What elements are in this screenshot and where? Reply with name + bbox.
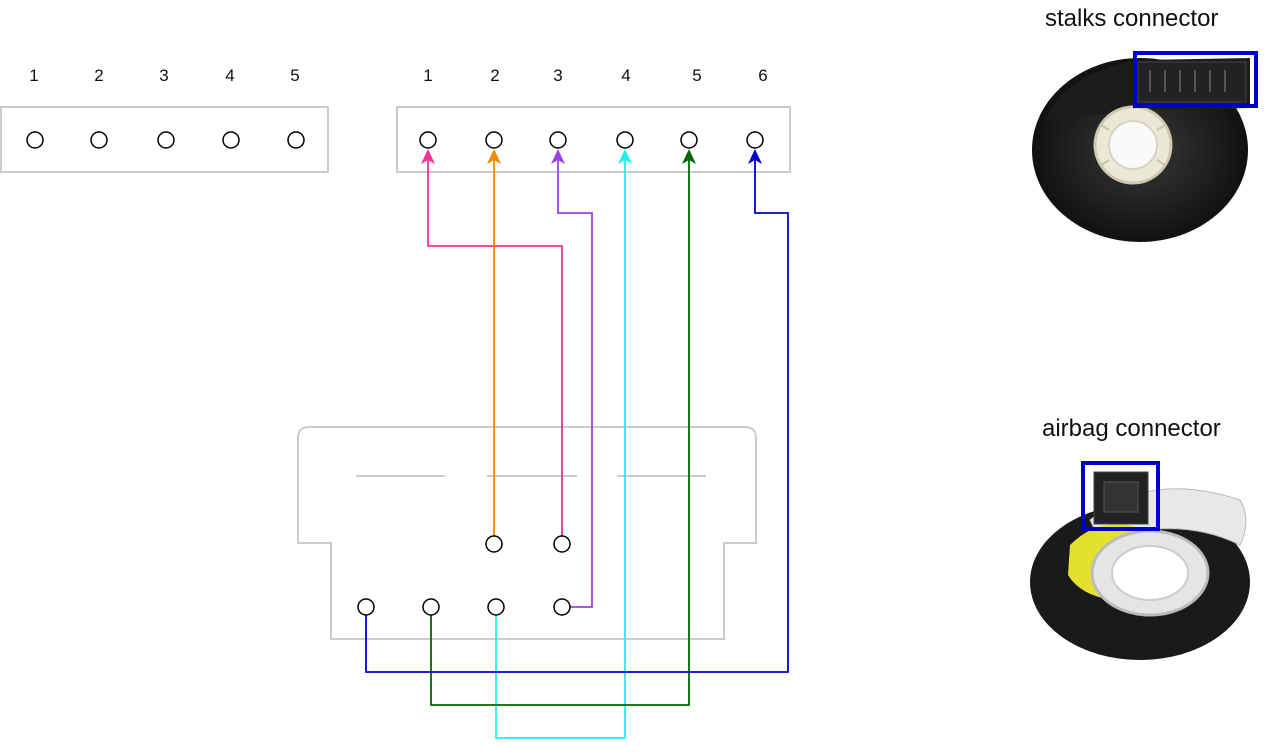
pin-hole: [553, 598, 571, 616]
arrow-pin5: [682, 149, 696, 164]
stalks-connector-title: stalks connector: [1045, 5, 1219, 32]
stalks-connector-photo: [1032, 51, 1258, 242]
pin-hole: [90, 131, 108, 149]
clockspring-hub: [1108, 120, 1158, 170]
pin-hole: [26, 131, 44, 149]
connector-bottom-body: [297, 426, 757, 640]
connector-5pin: 1 2 3 4 5: [0, 66, 329, 173]
pin-hole: [485, 131, 503, 149]
pin-hole: [746, 131, 764, 149]
connector-6pin: 1 2 3 4 5 6: [396, 66, 791, 173]
airbag-connector-title: airbag connector: [1042, 415, 1221, 442]
pin-label: 1: [29, 66, 38, 85]
wire-pin3: [557, 156, 593, 608]
arrow-pin3: [551, 149, 565, 164]
wire-pin6: [365, 156, 789, 673]
pin-hole: [222, 131, 240, 149]
arrow-pin4: [618, 149, 632, 164]
connector-5pin-body: [0, 106, 329, 173]
highlight-box-airbag: [1081, 461, 1160, 531]
pin-label: 5: [290, 66, 299, 85]
arrow-pin6: [748, 149, 762, 164]
airbag-connector-photo: [1030, 461, 1250, 660]
highlight-box-stalks: [1133, 51, 1258, 108]
pin-hole: [157, 131, 175, 149]
pin-label: 1: [423, 66, 432, 85]
pin-label: 4: [225, 66, 234, 85]
wire-pin4: [495, 156, 626, 739]
pin-hole: [419, 131, 437, 149]
arrow-pin1: [421, 149, 435, 164]
pin-label: 3: [159, 66, 168, 85]
pin-hole: [357, 598, 375, 616]
pin-label: 3: [553, 66, 562, 85]
pin-hole: [553, 535, 571, 553]
pin-label: 5: [692, 66, 701, 85]
pin-hole: [485, 535, 503, 553]
arrow-pin2: [487, 149, 501, 164]
pin-label: 2: [94, 66, 103, 85]
pin-hole: [487, 598, 505, 616]
pin-hole: [422, 598, 440, 616]
pin-hole: [287, 131, 305, 149]
wire-pin5: [430, 156, 690, 706]
pin-label: 4: [621, 66, 630, 85]
pin-hole: [549, 131, 567, 149]
wire-pin1: [427, 156, 563, 536]
connector-block: [1137, 61, 1247, 103]
pin-label: 6: [758, 66, 767, 85]
pin-hole: [680, 131, 698, 149]
clockspring-hub: [1111, 545, 1189, 601]
connector-6pin-body: [396, 106, 791, 173]
pin-hole: [616, 131, 634, 149]
pin-label: 2: [490, 66, 499, 85]
